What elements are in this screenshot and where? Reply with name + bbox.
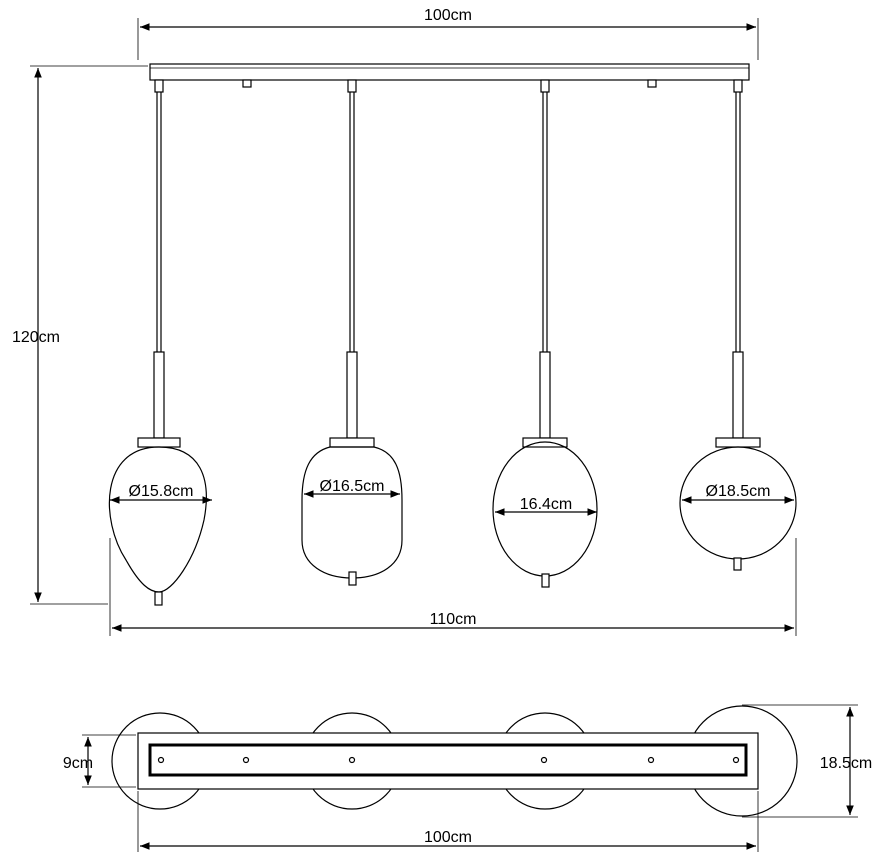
canopy-depth-dimension: 9cm (63, 734, 136, 788)
overall-height-label: 120cm (12, 329, 60, 346)
top-canopy-width-dimension: 100cm (137, 791, 759, 852)
canopy-holes (157, 756, 740, 764)
shade-diameter-label: 18.5cm (820, 755, 872, 772)
pendant-3: 16.4cm (492, 79, 598, 588)
canopy-width-label: 100cm (424, 7, 472, 24)
mount-screw (647, 79, 657, 88)
top-view: 9cm 18.5cm 100cm (63, 704, 872, 852)
shade-2-diameter-label: Ø16.5cm (320, 478, 385, 495)
pendant-4: Ø18.5cm (679, 79, 797, 571)
canopy-bar (149, 63, 750, 88)
canopy-inner (148, 743, 748, 777)
overall-height-dimension: 120cm (12, 65, 148, 605)
pendant-1: Ø15.8cm (108, 79, 212, 606)
canopy-width-dimension: 100cm (137, 7, 759, 60)
shade-1-diameter-label: Ø15.8cm (129, 483, 194, 500)
canopy-depth-label: 9cm (63, 755, 93, 772)
overall-width-label: 110cm (430, 611, 477, 628)
mount-screw (242, 79, 252, 88)
shade-4-diameter-label: Ø18.5cm (706, 483, 771, 500)
shade-3-diameter-label: 16.4cm (520, 496, 572, 513)
front-view: 100cm 120cm Ø15.8cm (12, 7, 797, 636)
pendant-2: Ø16.5cm (301, 79, 403, 586)
overall-width-dimension: 110cm (109, 538, 797, 636)
top-canopy-width-label: 100cm (424, 829, 472, 846)
shade-diameter-dimension: 18.5cm (742, 704, 872, 818)
